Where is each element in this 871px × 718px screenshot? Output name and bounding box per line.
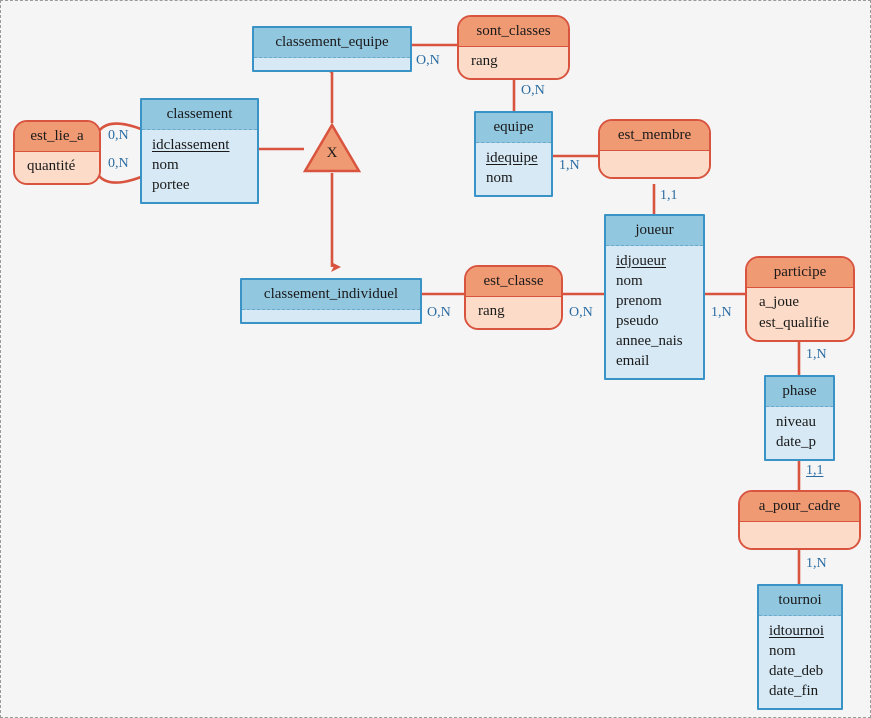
entity-attributes: idtournoi nom date_deb date_fin: [759, 616, 841, 708]
attribute-annee-nais: annee_nais: [616, 333, 683, 349]
entity-attributes: idjoueur nom prenom pseudo annee_nais em…: [606, 246, 703, 378]
attribute-date-deb: date_deb: [769, 663, 824, 679]
entity-classement-individuel[interactable]: classement_individuel: [240, 278, 422, 324]
entity-tournoi[interactable]: tournoi idtournoi nom date_deb date_fin: [757, 584, 843, 710]
attribute-nom: nom: [769, 643, 796, 659]
attribute-niveau-text: niveau: [776, 414, 816, 430]
attribute-idequipe: idequipe: [486, 150, 538, 166]
cardinality-sont-classes-equipe: O,N: [521, 83, 545, 98]
attribute-rang: rang: [471, 53, 498, 69]
relationship-attributes: a_joue est_qualifie: [747, 288, 853, 340]
cardinality-participe-phase: 1,N: [806, 347, 827, 362]
entity-joueur[interactable]: joueur idjoueur nom prenom pseudo annee_…: [604, 214, 705, 380]
attribute-date-p: date_p: [776, 434, 816, 450]
relationship-a-pour-cadre[interactable]: a_pour_cadre: [738, 490, 861, 550]
relationship-title: est_classe: [466, 267, 561, 297]
attribute-idclassement: idclassement: [152, 137, 230, 153]
entity-attributes: [254, 58, 410, 70]
entity-attributes: niveau date_p: [766, 407, 833, 459]
cardinality-a-pour-cadre-tournoi: 1,N: [806, 556, 827, 571]
attribute-quantite: quantité: [27, 158, 76, 174]
entity-title: phase: [766, 377, 833, 407]
relationship-title: sont_classes: [459, 17, 568, 47]
cardinality-phase-a-pour-cadre[interactable]: 1,1: [806, 463, 824, 478]
cardinality-est-lie-a-bottom: 0,N: [108, 156, 129, 171]
cardinality-est-lie-a-top: 0,N: [108, 128, 129, 143]
entity-attributes: idequipe nom: [476, 143, 551, 195]
attribute-nom: nom: [486, 170, 513, 186]
attribute-nom: nom: [616, 273, 643, 289]
attribute-email: email: [616, 353, 650, 369]
cardinality-est-membre-joueur: 1,1: [660, 188, 678, 203]
entity-classement-equipe[interactable]: classement_equipe: [252, 26, 412, 72]
relationship-sont-classes[interactable]: sont_classes rang: [457, 15, 570, 80]
entity-title: tournoi: [759, 586, 841, 616]
entity-equipe[interactable]: equipe idequipe nom: [474, 111, 553, 197]
entity-title: classement: [142, 100, 257, 130]
relationship-attributes: [600, 151, 709, 177]
entity-title: classement_equipe: [254, 28, 410, 58]
relationship-attributes: quantité: [15, 152, 99, 183]
relationship-title: est_membre: [600, 121, 709, 151]
attribute-est-qualifie: est_qualifie: [759, 315, 829, 331]
cardinality-equipe-est-membre: 1,N: [559, 158, 580, 173]
relationship-attributes: [740, 522, 859, 548]
attribute-pseudo: pseudo: [616, 313, 659, 329]
entity-phase[interactable]: phase niveau date_p: [764, 375, 835, 461]
relationship-attributes: rang: [466, 297, 561, 328]
triangle-shape: [302, 122, 362, 173]
entity-attributes: idclassement nom portee: [142, 130, 257, 202]
entity-attributes: [242, 310, 420, 322]
relationship-participe[interactable]: participe a_joue est_qualifie: [745, 256, 855, 342]
attribute-niveau: niveau: [776, 412, 823, 432]
attribute-date-fin: date_fin: [769, 683, 819, 699]
link-est-lie-a-loop-bottom: [95, 172, 142, 184]
attribute-a-joue: a_joue: [759, 294, 799, 310]
cardinality-classement-individuel-est-classe: O,N: [427, 305, 451, 320]
relationship-title: est_lie_a: [15, 122, 99, 152]
attribute-idtournoi: idtournoi: [769, 623, 824, 639]
relationship-est-classe[interactable]: est_classe rang: [464, 265, 563, 330]
specialization-triangle[interactable]: X: [302, 122, 362, 173]
attribute-nom: nom: [152, 157, 179, 173]
relationship-title: a_pour_cadre: [740, 492, 859, 522]
attribute-portee: portee: [152, 177, 190, 193]
attribute-prenom: prenom: [616, 293, 662, 309]
entity-classement[interactable]: classement idclassement nom portee: [140, 98, 259, 204]
relationship-est-lie-a[interactable]: est_lie_a quantité: [13, 120, 101, 185]
attribute-idjoueur: idjoueur: [616, 253, 666, 269]
attribute-rang: rang: [478, 303, 505, 319]
cardinality-est-classe-joueur: O,N: [569, 305, 593, 320]
entity-title: joueur: [606, 216, 703, 246]
relationship-est-membre[interactable]: est_membre: [598, 119, 711, 179]
relationship-attributes: rang: [459, 47, 568, 78]
entity-title: equipe: [476, 113, 551, 143]
cardinality-joueur-participe: 1,N: [711, 305, 732, 320]
cardinality-classement-equipe-sont-classes: O,N: [416, 53, 440, 68]
relationship-title: participe: [747, 258, 853, 288]
specialization-symbol: X: [326, 145, 338, 161]
entity-title: classement_individuel: [242, 280, 420, 310]
